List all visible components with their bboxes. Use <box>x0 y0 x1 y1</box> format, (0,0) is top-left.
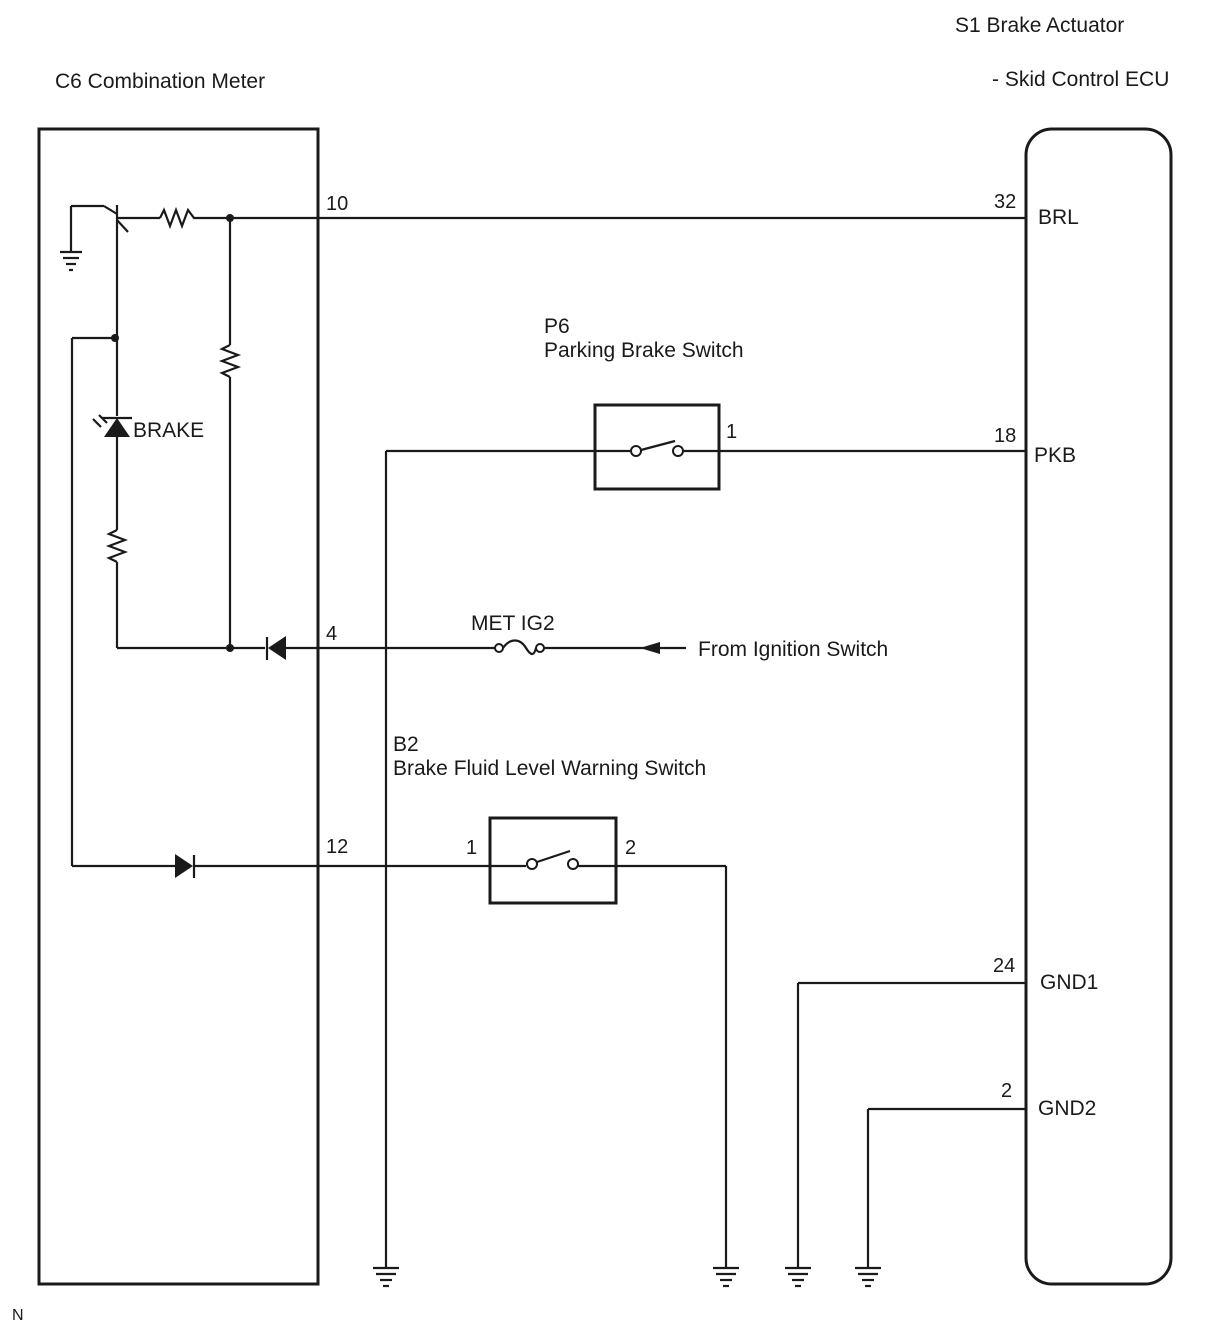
parking-switch-code: P6 <box>544 315 570 338</box>
fluid-switch-name: Brake Fluid Level Warning Switch <box>393 757 706 780</box>
parking-switch-name: Parking Brake Switch <box>544 339 744 362</box>
ecu-box <box>1024 127 1173 1286</box>
transistor-symbol <box>71 204 160 233</box>
meter-ground-icon <box>60 206 82 272</box>
diode-icon <box>175 854 196 878</box>
ecu-pin-brl-label: BRL <box>1038 206 1079 229</box>
fluid-switch-pin-2: 2 <box>625 837 636 859</box>
ecu-pin-18: 18 <box>994 425 1016 447</box>
ground-icon <box>785 1266 811 1288</box>
switch-contact-icon <box>386 439 1026 457</box>
ecu-label-line2: - Skid Control ECU <box>992 68 1169 91</box>
ground-icon <box>373 1266 399 1288</box>
fluid-level-switch-box <box>488 816 618 905</box>
meter-pin-10: 10 <box>326 193 348 215</box>
ecu-label-line1: S1 Brake Actuator <box>955 14 1124 37</box>
ecu-pin-24: 24 <box>993 955 1015 977</box>
ground-icon <box>713 1266 739 1288</box>
ecu-pin-gnd2-label: GND2 <box>1038 1097 1096 1120</box>
ecu-pin-gnd1-label: GND1 <box>1040 971 1098 994</box>
brake-lamp-led-icon <box>92 414 132 437</box>
arrow-icon <box>640 642 660 654</box>
meter-pin-4: 4 <box>326 623 337 645</box>
ignition-source-label: From Ignition Switch <box>698 638 888 661</box>
brake-lamp-label: BRAKE <box>133 419 204 442</box>
fuse-icon <box>494 639 545 656</box>
ecu-pin-pkb-label: PKB <box>1034 444 1076 467</box>
combination-meter-box <box>37 127 320 1286</box>
resistor-icon <box>105 529 129 563</box>
switch-contact-icon <box>490 849 616 870</box>
resistor-icon <box>159 206 230 230</box>
fuse-label: MET IG2 <box>471 612 555 635</box>
ground-icon <box>855 1266 881 1288</box>
ecu-pin-2: 2 <box>1001 1080 1012 1102</box>
meter-label: C6 Combination Meter <box>55 70 265 93</box>
parking-brake-switch-box <box>593 403 721 491</box>
ecu-pin-32: 32 <box>994 191 1016 213</box>
meter-pin-12: 12 <box>326 836 348 858</box>
footer-mark: N <box>12 1307 24 1324</box>
parking-switch-pin-1: 1 <box>726 421 737 443</box>
fluid-switch-code: B2 <box>393 733 419 756</box>
diode-icon <box>265 636 286 660</box>
resistor-icon <box>218 344 242 378</box>
fluid-switch-pin-1: 1 <box>466 837 477 859</box>
